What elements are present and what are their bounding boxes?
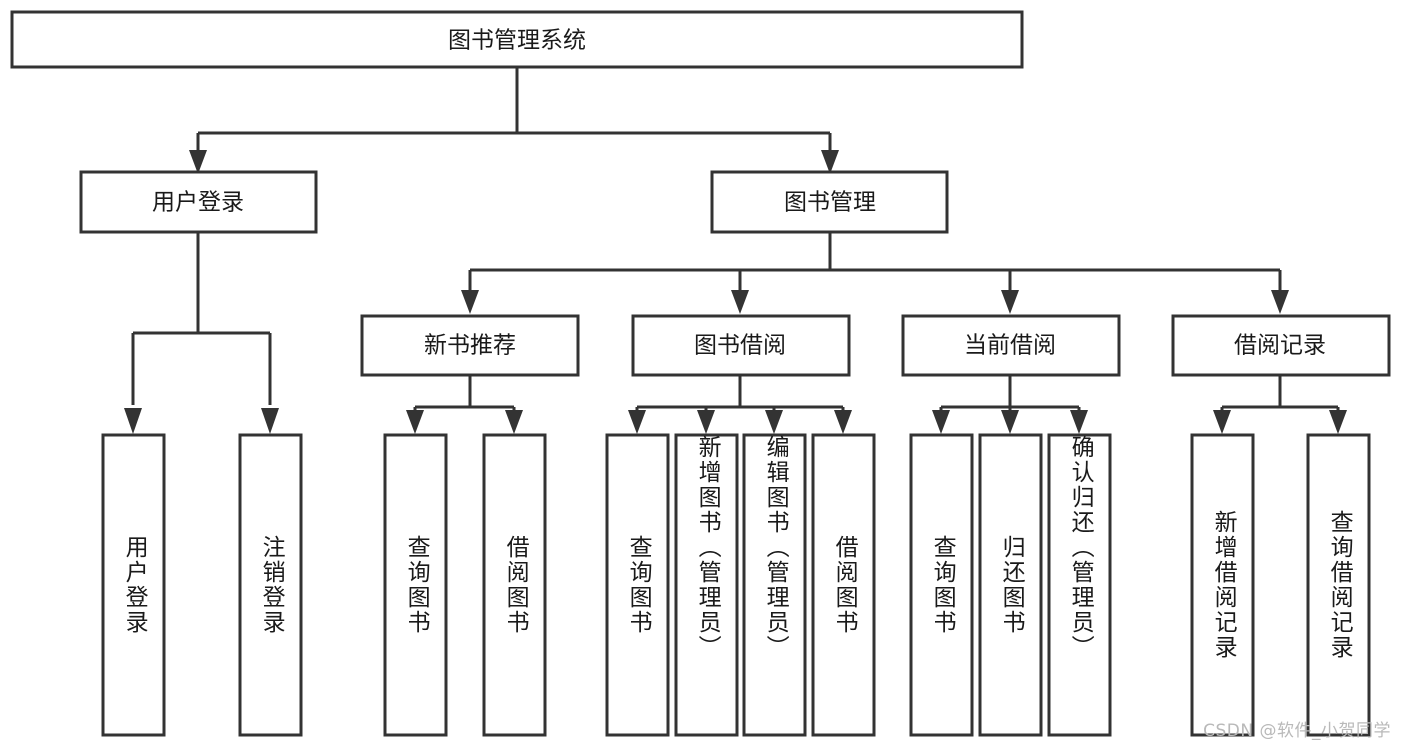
node-box-leaf-query-book-3[interactable]	[909, 433, 974, 737]
edge-root-bus	[196, 67, 832, 160]
arrowhead-root-to-book-manage	[821, 150, 839, 174]
arrowhead-to-leaf-user-login	[124, 408, 142, 434]
edge-user-login-bus	[131, 232, 272, 405]
arrowhead-to-leaf-borrow-book-1	[505, 410, 523, 434]
node-label-new-book-rec: 新书推荐	[424, 333, 516, 359]
node-box-leaf-edit-book[interactable]	[742, 433, 807, 737]
node-box-user-login[interactable]	[79, 170, 318, 234]
node-label-book-manage: 图书管理	[784, 190, 876, 216]
arrowhead-to-leaf-borrow-book-2	[834, 410, 852, 434]
node-box-current-borrow[interactable]	[901, 314, 1121, 377]
arrowhead-root-to-user-login	[189, 150, 207, 174]
node-box-leaf-user-login[interactable]	[101, 433, 166, 737]
node-box-borrow-record[interactable]	[1171, 314, 1391, 377]
arrowhead-to-new-book-rec	[461, 290, 479, 314]
node-box-leaf-query-book-2[interactable]	[605, 433, 670, 737]
arrowhead-to-leaf-add-record	[1213, 410, 1231, 434]
arrowhead-to-current-borrow	[1001, 290, 1019, 314]
arrowhead-to-leaf-query-book-2	[628, 410, 646, 434]
arrowhead-to-leaf-logout	[261, 408, 279, 434]
arrowhead-to-leaf-add-book	[697, 410, 715, 434]
node-label-user-login: 用户登录	[152, 190, 244, 216]
node-label-borrow-record: 借阅记录	[1234, 333, 1326, 359]
arrowhead-to-leaf-query-book-1	[406, 410, 424, 434]
node-box-leaf-borrow-book-2[interactable]	[811, 433, 876, 737]
node-box-leaf-add-book[interactable]	[674, 433, 739, 737]
node-box-leaf-borrow-book-1[interactable]	[482, 433, 547, 737]
watermark-text: CSDN @软件_小贺同学	[1203, 721, 1391, 741]
arrowhead-to-borrow-record	[1271, 290, 1289, 314]
node-box-root[interactable]	[10, 10, 1024, 69]
node-box-book-manage[interactable]	[710, 170, 949, 234]
node-label-book-borrow: 图书借阅	[694, 333, 786, 359]
arrowhead-to-leaf-edit-book	[765, 410, 783, 434]
node-box-leaf-add-record[interactable]	[1190, 433, 1255, 737]
node-box-leaf-logout[interactable]	[238, 433, 303, 737]
arrowhead-to-leaf-query-record	[1329, 410, 1347, 434]
edge-new-book-rec-bus	[413, 375, 516, 416]
node-layer: 图书管理系统 用户登录 图书管理 新书推荐 图书借阅 当前借阅 借阅记录	[10, 10, 1391, 737]
node-label-current-borrow: 当前借阅	[964, 333, 1056, 359]
node-box-new-book-rec[interactable]	[360, 314, 580, 377]
connector-layer	[124, 67, 1347, 434]
arrowhead-to-leaf-confirm-return	[1070, 410, 1088, 434]
node-box-leaf-query-record[interactable]	[1306, 433, 1371, 737]
edge-book-manage-bus	[468, 232, 1282, 296]
arrowhead-to-leaf-query-book-3	[932, 410, 950, 434]
node-box-leaf-query-book-1[interactable]	[383, 433, 448, 737]
edge-borrow-record-bus	[1220, 375, 1340, 416]
node-box-leaf-return-book[interactable]	[978, 433, 1043, 737]
node-box-leaf-confirm-return[interactable]	[1047, 433, 1112, 737]
node-label-root: 图书管理系统	[448, 28, 586, 54]
arrowhead-to-book-borrow	[731, 290, 749, 314]
edge-book-borrow-bus	[635, 375, 845, 416]
node-box-book-borrow[interactable]	[631, 314, 851, 377]
arrowhead-to-leaf-return-book	[1001, 410, 1019, 434]
edge-current-borrow-bus	[939, 375, 1081, 416]
